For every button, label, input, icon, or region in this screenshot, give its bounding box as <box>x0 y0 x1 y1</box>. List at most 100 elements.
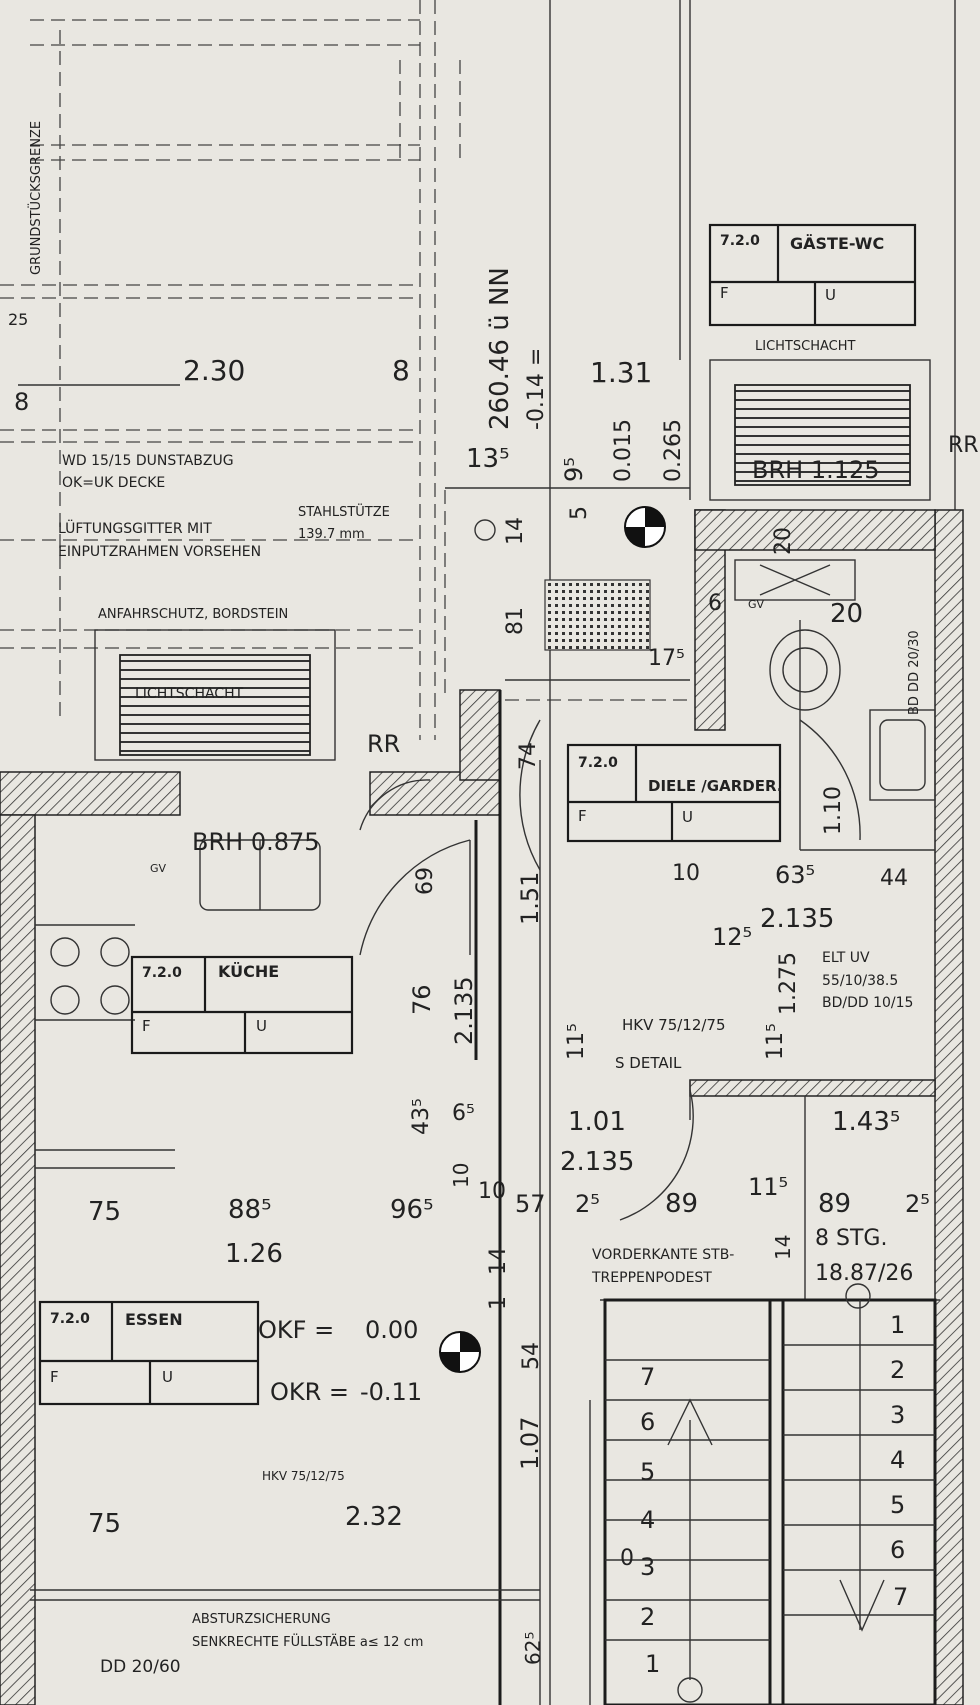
label-hkv-essen: HKV 75/12/75 <box>262 1469 345 1483</box>
dim-232: 2.32 <box>345 1502 403 1532</box>
label-absturz-2: SENKRECHTE FÜLLSTÄBE a≤ 12 cm <box>192 1633 423 1650</box>
dim-151: 1.51 <box>516 872 544 925</box>
dim-95: 9⁵ <box>560 457 588 482</box>
room-box-gaeste-wc: 7.2.0 GÄSTE-WC F U <box>708 223 917 327</box>
dim-14b: 14 <box>771 1235 795 1260</box>
dim-110: 1.10 <box>821 786 846 835</box>
label-stahl-line2: 139.7 mm <box>298 527 365 542</box>
label-okr-value: -0.11 <box>360 1378 422 1406</box>
room-code-kueche: 7.2.0 <box>142 965 182 981</box>
label-s-detail: S DETAIL <box>615 1054 682 1072</box>
dim-75b: 75 <box>88 1509 121 1539</box>
room-box-diele: 7.2.0 DIELE /GARDER. F U <box>566 743 782 843</box>
dim-625: 62⁵ <box>521 1632 545 1665</box>
label-stg-1: 8 STG. <box>815 1226 887 1251</box>
lichtschacht-kueche-grate <box>119 654 311 756</box>
dim-1: 1 <box>486 1296 511 1310</box>
dim-2135a: 2.135 <box>760 904 834 934</box>
room-floor-kueche: F <box>142 1017 151 1035</box>
room-name-gaeste-wc: GÄSTE-WC <box>790 234 884 253</box>
stair-number: 7 <box>640 1363 655 1391</box>
staircase <box>589 1283 937 1705</box>
dim-14c: 14 <box>486 1247 511 1275</box>
dim-76: 76 <box>408 984 436 1015</box>
room-name-diele: DIELE /GARDER. <box>648 777 782 795</box>
dim-135: 13⁵ <box>466 444 510 474</box>
stair-number: 6 <box>890 1536 905 1564</box>
dim-131: 1.31 <box>590 356 652 389</box>
dim-25c: 2⁵ <box>905 1190 930 1218</box>
label-stg-2: 18.87/26 <box>815 1261 913 1286</box>
stair-numbers: 1 2 3 4 5 6 7 7 6 5 4 3 2 1 0 <box>620 1311 908 1678</box>
stair-number: 4 <box>640 1506 655 1534</box>
dim-2135c: 2.135 <box>560 1147 634 1177</box>
label-rr-right: RR <box>948 433 979 458</box>
stair-number: 2 <box>640 1603 655 1631</box>
dim-0265: 0.265 <box>661 419 686 482</box>
room-area-essen: U <box>162 1368 173 1386</box>
room-code-essen: 7.2.0 <box>50 1311 90 1327</box>
stair-number: 2 <box>890 1356 905 1384</box>
label-hkv: HKV 75/12/75 <box>622 1016 726 1034</box>
dim-2135b: 2.135 <box>450 976 478 1045</box>
label-lueft-line1: LÜFTUNGSGITTER MIT <box>58 519 212 537</box>
dim-25: 25 <box>8 310 28 329</box>
label-anfahr: ANFAHRSCHUTZ, BORDSTEIN <box>98 607 288 622</box>
dim-101: 1.01 <box>568 1107 626 1137</box>
fixtures <box>35 519 936 1021</box>
walls <box>0 509 964 1705</box>
dim-89b: 89 <box>818 1189 851 1219</box>
dim-44: 44 <box>880 866 908 891</box>
dim-175: 17⁵ <box>648 646 685 671</box>
dim-115a: 11⁵ <box>564 1023 589 1060</box>
label-grundstuecksgrenze: GRUNDSTÜCKSGRENZE <box>27 121 44 275</box>
dim-014: -0.14 = <box>524 348 549 430</box>
label-elt-line3: BD/DD 10/15 <box>822 995 913 1011</box>
room-area-gaeste-wc: U <box>825 286 836 304</box>
dim-115b: 11⁵ <box>763 1023 788 1060</box>
doors <box>359 719 861 1221</box>
dim-75a: 75 <box>88 1197 121 1227</box>
label-lichtschacht-wc: LICHTSCHACHT <box>755 339 855 354</box>
dim-10a: 10 <box>672 861 700 886</box>
dim-8a: 8 <box>392 354 410 387</box>
dim-0015: 0.015 <box>611 419 636 482</box>
stair-number: 1 <box>890 1311 905 1339</box>
room-code-gaeste-wc: 7.2.0 <box>720 233 760 249</box>
label-okr: OKR = <box>270 1378 349 1406</box>
label-elt-line2: 55/10/38.5 <box>822 973 898 989</box>
label-dd: DD 20/60 <box>100 1657 181 1677</box>
room-name-essen: ESSEN <box>125 1310 183 1329</box>
dim-965: 96⁵ <box>390 1195 434 1225</box>
label-vorderkante-2: TREPPENPODEST <box>591 1270 712 1286</box>
label-elt-line1: ELT UV <box>822 950 870 966</box>
label-stahl-line1: STAHLSTÜTZE <box>298 503 390 520</box>
dim-1275: 1.275 <box>776 952 801 1015</box>
dim-107: 1.07 <box>516 1417 544 1470</box>
room-box-essen: 7.2.0 ESSEN F U <box>38 1300 260 1406</box>
label-vorderkante-1: VORDERKANTE STB- <box>592 1247 734 1263</box>
dim-74: 74 <box>516 742 541 770</box>
stair-number: 3 <box>890 1401 905 1429</box>
label-rr-kueche: RR <box>367 730 400 758</box>
label-absturz-1: ABSTURZSICHERUNG <box>192 1612 331 1627</box>
dim-5: 5 <box>567 506 592 520</box>
dim-635: 63⁵ <box>775 861 815 889</box>
label-brh-kueche: BRH 0.875 <box>192 828 320 856</box>
lichtschacht-kueche-frame <box>94 629 336 761</box>
label-brh-wc: BRH 1.125 <box>752 456 880 484</box>
dim-54: 54 <box>519 1342 544 1370</box>
dim-6: 6 <box>708 591 722 616</box>
label-okf: OKF = <box>258 1316 334 1344</box>
dim-115c: 11⁵ <box>748 1173 788 1201</box>
dim-10c: 10 <box>478 1179 506 1204</box>
dim-20: 20 <box>771 527 796 555</box>
dim-69: 69 <box>413 867 438 895</box>
dim-435: 43⁵ <box>409 1098 434 1135</box>
dim-10b: 10 <box>449 1163 473 1188</box>
dim-89a: 89 <box>665 1189 698 1219</box>
stair-number: 3 <box>640 1553 655 1581</box>
label-lueft-line2: EINPUTZRAHMEN VORSEHEN <box>58 544 261 560</box>
dim-230: 2.30 <box>183 354 245 387</box>
